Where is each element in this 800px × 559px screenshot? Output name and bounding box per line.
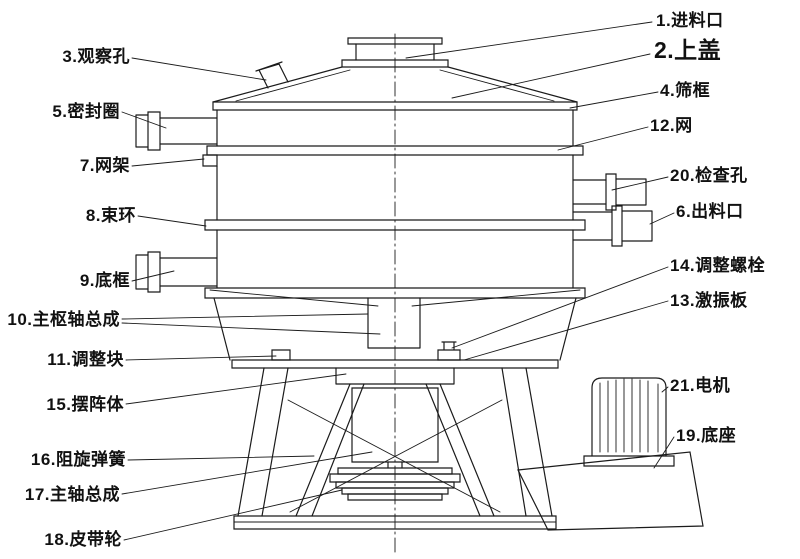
main-shaft-assembly-shape [351, 387, 439, 469]
label-belt-pulley: 18.皮带轮 [44, 530, 122, 549]
label-base: 19.底座 [676, 426, 737, 445]
label-top-cover: 2.上盖 [654, 37, 722, 63]
inspection-hole-spigot-shape [572, 173, 647, 211]
label-mesh: 12.网 [650, 116, 693, 135]
label-adjusting-block: 11.调整块 [47, 350, 124, 369]
label-anti-rotation-spring: 16.阻旋弹簧 [30, 450, 126, 469]
label-main-pivot-assembly: 10.主枢轴总成 [7, 310, 120, 329]
lower-body-shape [213, 297, 577, 385]
label-adjusting-bolt: 14.调整螺栓 [670, 256, 766, 275]
belt-pulley-shape [329, 467, 461, 501]
observation-spigot-shape [255, 61, 289, 89]
body-frames-shape [202, 101, 586, 307]
label-feed-inlet: 1.进料口 [656, 11, 724, 30]
discharge-outlet-spigot-shape [572, 205, 653, 247]
motor-shape [583, 377, 675, 467]
leader-lines [121, 21, 675, 541]
label-bottom-frame: 9.底框 [79, 271, 130, 290]
label-inspection-hole: 20.检查孔 [670, 166, 748, 185]
motor-base-shape [517, 451, 704, 531]
label-discharge-outlet: 6.出料口 [676, 202, 744, 221]
label-swing-body: 15.摆阵体 [46, 395, 124, 414]
adjusting-bolt-shape [437, 341, 461, 361]
swing-body-shape [335, 367, 455, 385]
stand-legs-shape [237, 367, 553, 517]
adjusting-block-shape [271, 349, 291, 361]
label-clamp-ring: 8.束环 [85, 206, 136, 225]
main-pivot-block-shape [367, 297, 421, 349]
label-motor: 21.电机 [670, 376, 731, 395]
label-mesh-frame: 7.网架 [79, 156, 130, 175]
machine-base-shape [233, 515, 557, 530]
label-main-shaft-assembly: 17.主轴总成 [24, 485, 120, 504]
label-observation-hole: 3.观察孔 [62, 47, 130, 66]
label-seal-ring: 5.密封圈 [52, 102, 120, 121]
label-sieve-frame: 4.筛框 [660, 81, 711, 100]
seal-ring-spigot-shape [135, 111, 218, 151]
bottom-frame-spigot-shape [135, 251, 218, 293]
label-vibration-plate: 13.激振板 [670, 291, 748, 310]
